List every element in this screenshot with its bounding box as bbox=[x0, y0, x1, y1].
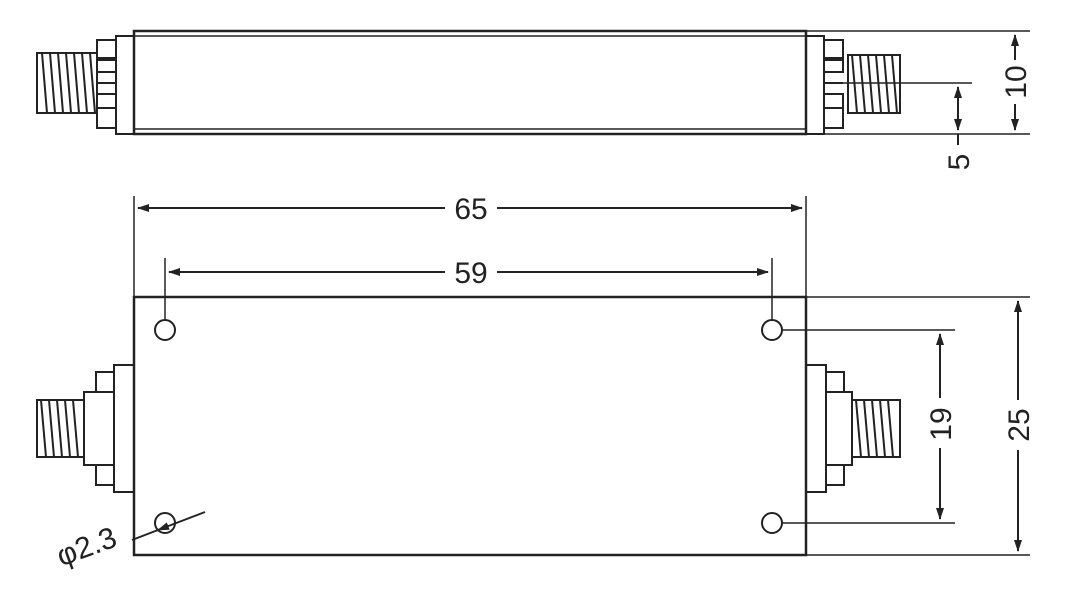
dimension-hole-spacing-19: 19 bbox=[925, 333, 958, 520]
dim-label-5: 5 bbox=[943, 154, 976, 171]
dimension-height-10: 10 bbox=[1000, 34, 1033, 131]
dimension-width-25: 25 bbox=[1003, 300, 1036, 552]
dim-label-hole-diameter: φ2.3 bbox=[52, 521, 121, 573]
dim-label-59: 59 bbox=[454, 257, 487, 290]
dimension-length-65: 65 bbox=[137, 193, 803, 226]
dim-label-65: 65 bbox=[454, 193, 487, 226]
bottom-right-connector bbox=[805, 364, 901, 493]
top-left-connector bbox=[36, 52, 98, 114]
dimension-hole-spacing-59: 59 bbox=[168, 257, 769, 290]
dim-label-25: 25 bbox=[1003, 408, 1036, 441]
dim-label-10: 10 bbox=[1000, 65, 1033, 98]
dimension-offset-5: 5 bbox=[943, 86, 976, 171]
bottom-view: 65 59 19 25 φ2. bbox=[36, 193, 1036, 573]
top-right-flange bbox=[805, 35, 825, 135]
dim-label-19: 19 bbox=[925, 407, 958, 440]
top-right-connector bbox=[847, 54, 901, 114]
bottom-left-connector bbox=[36, 364, 135, 493]
bottom-view-body bbox=[132, 295, 808, 557]
top-left-flange bbox=[115, 35, 135, 135]
top-view: 10 5 bbox=[36, 29, 1033, 171]
top-view-body bbox=[132, 29, 808, 136]
